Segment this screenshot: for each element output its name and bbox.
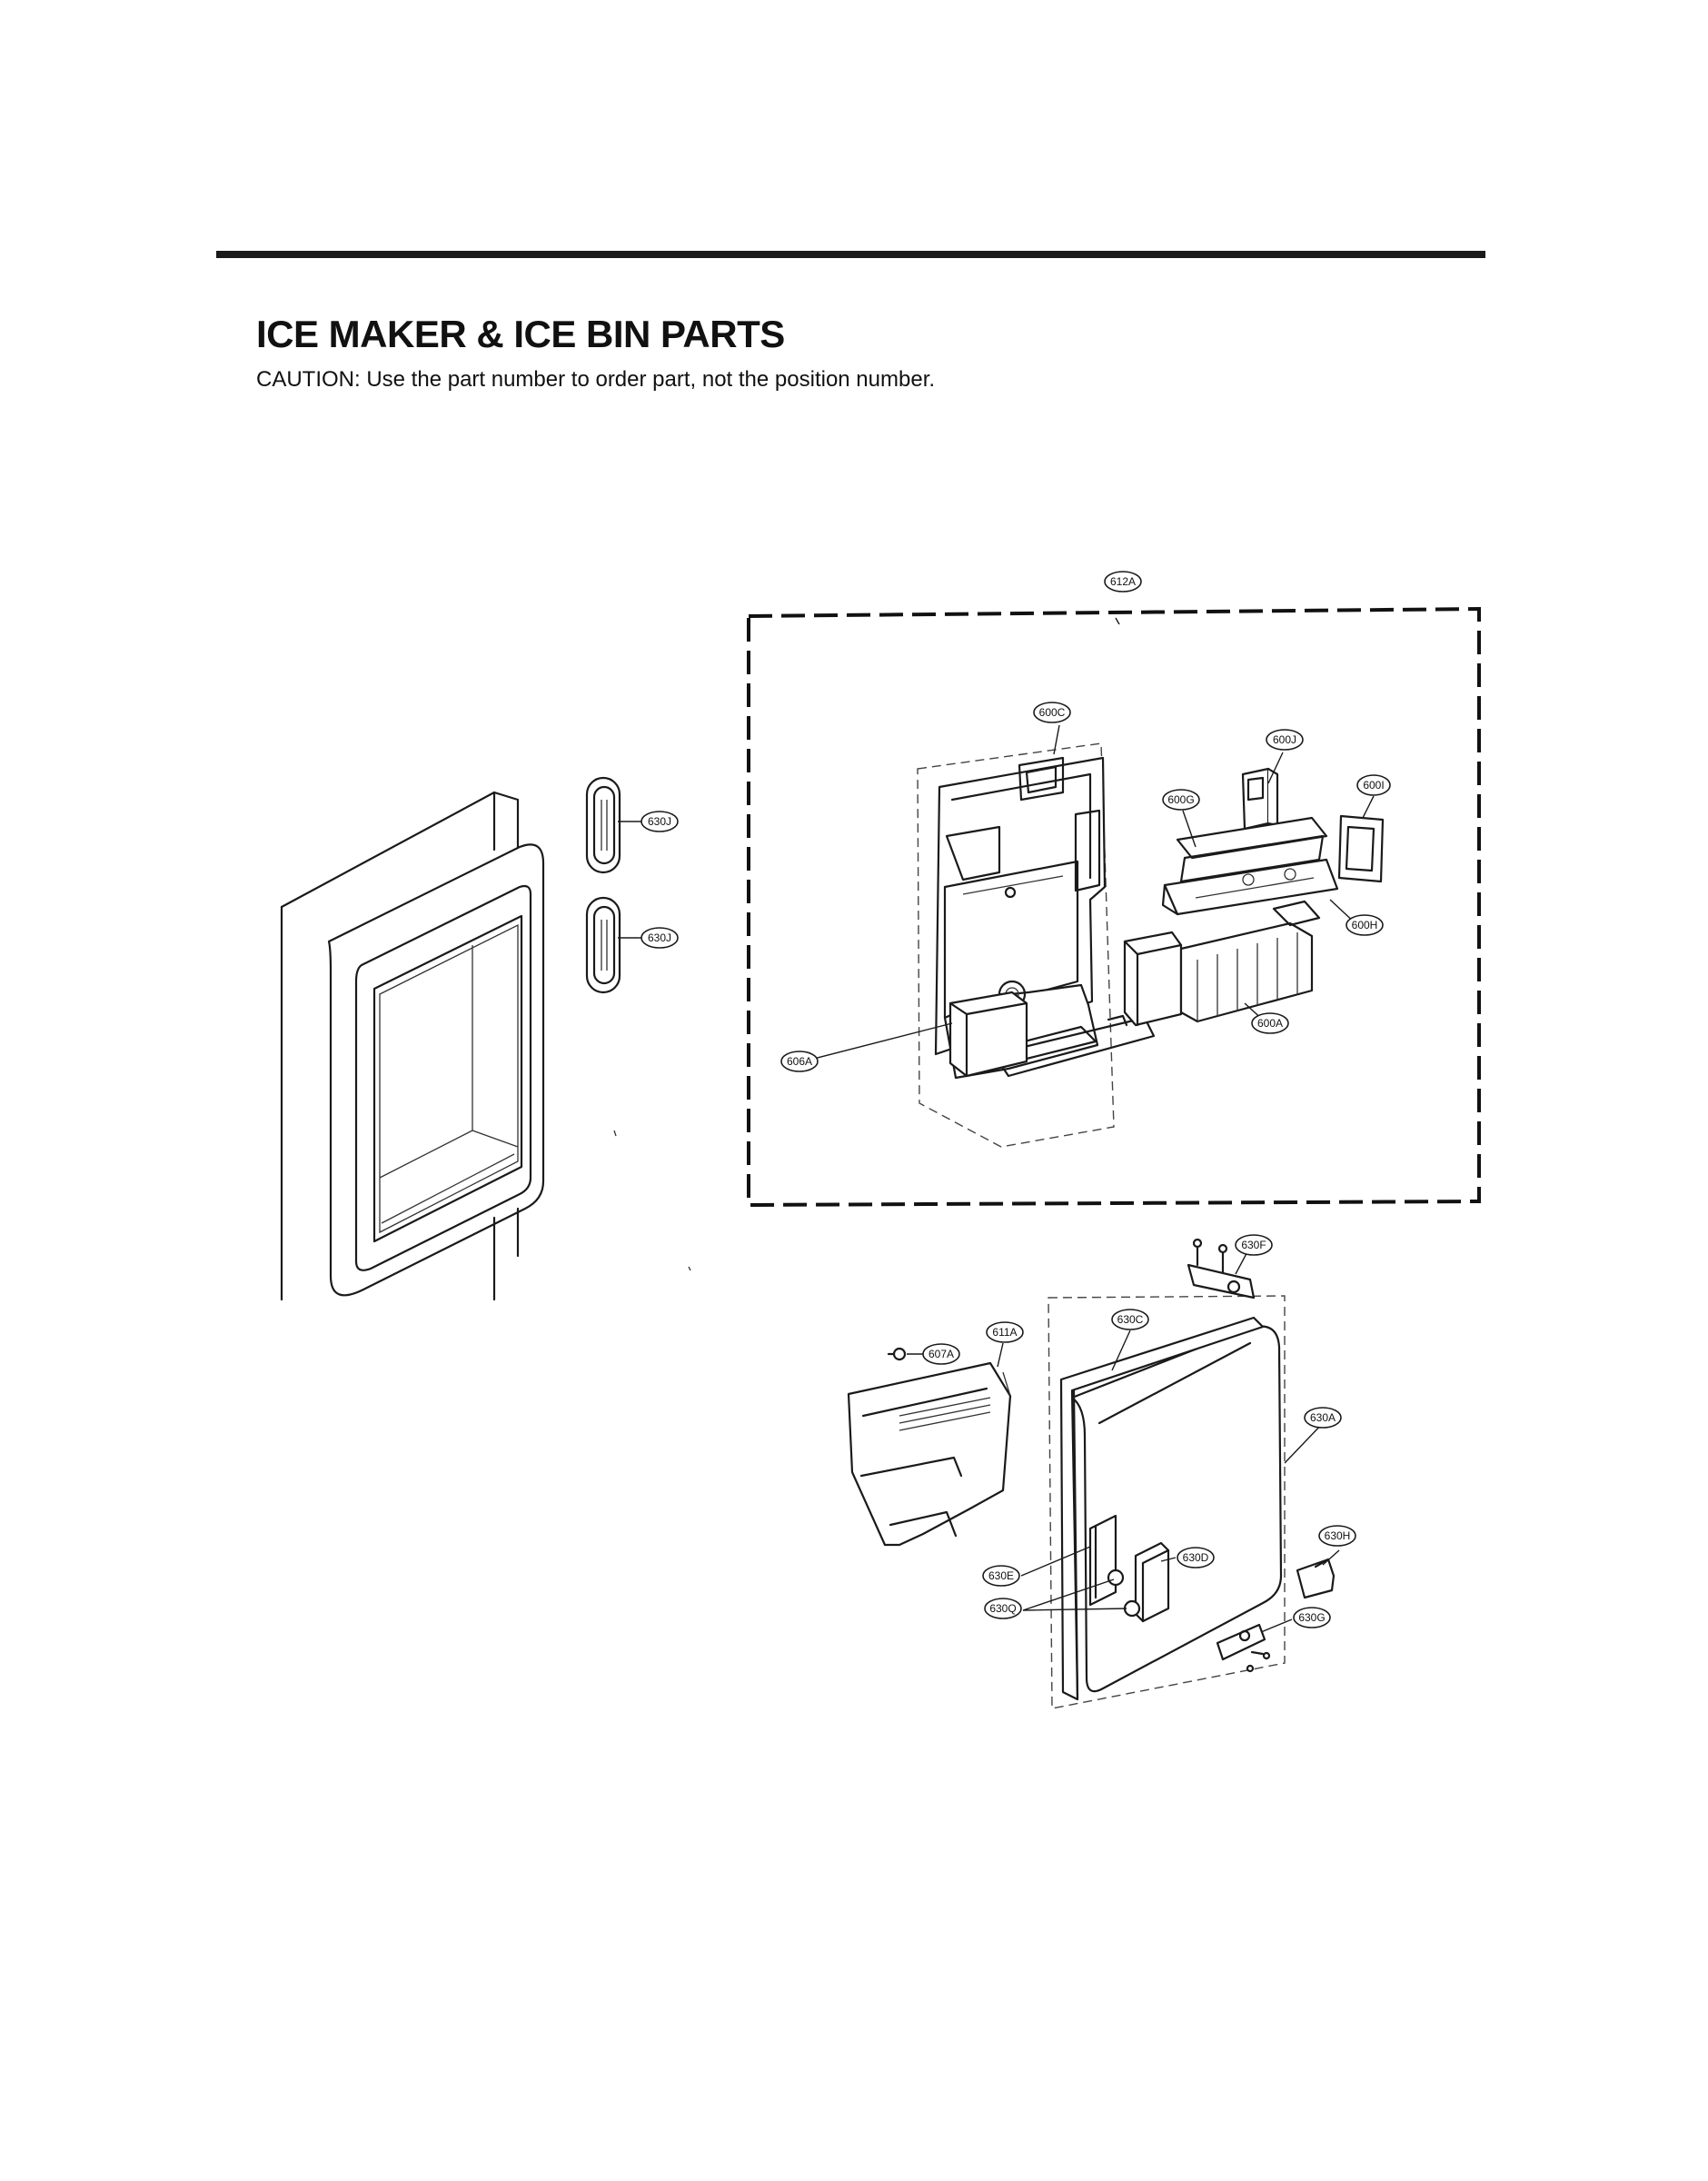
svg-text:630J: 630J: [648, 815, 671, 828]
housing-outline: [917, 742, 1115, 1148]
callout-630Q: 630Q: [984, 1598, 1022, 1619]
part-600A-icemaker: [1123, 900, 1321, 1027]
callout-607A: 607A: [922, 1343, 960, 1365]
callout-600A: 600A: [1251, 1012, 1289, 1034]
page-title: ICE MAKER & ICE BIN PARTS: [256, 313, 785, 355]
svg-text:600J: 600J: [1273, 733, 1296, 746]
svg-text:630J: 630J: [648, 931, 671, 944]
callout-630A: 630A: [1304, 1407, 1342, 1429]
part-607A-screw: [887, 1347, 907, 1361]
callout-630J-bottom: 630J: [618, 927, 679, 949]
caution-note: CAUTION: Use the part number to order pa…: [256, 367, 936, 392]
part-630G-hinge: [1216, 1623, 1271, 1673]
callout-630E: 630E: [982, 1565, 1020, 1587]
svg-text:600A: 600A: [1257, 1017, 1283, 1030]
part-606A: [948, 991, 1028, 1078]
callout-630H: 630H: [1318, 1525, 1356, 1547]
assembly-box-612A: [747, 606, 1481, 1208]
door-dispenser-frame: [280, 791, 691, 1301]
part-630E: [1088, 1514, 1117, 1607]
svg-text:607A: 607A: [928, 1348, 954, 1360]
svg-text:600H: 600H: [1352, 919, 1378, 931]
callout-600H: 600H: [1346, 914, 1384, 936]
svg-text:606A: 606A: [787, 1055, 812, 1068]
svg-text:600I: 600I: [1363, 779, 1384, 792]
svg-text:600C: 600C: [1039, 706, 1066, 719]
callout-612A: 612A: [1104, 571, 1142, 593]
svg-text:630Q: 630Q: [989, 1602, 1016, 1615]
callout-630F: 630F: [1235, 1234, 1273, 1256]
callout-630J-top: 630J: [618, 811, 679, 832]
part-600I: [1337, 814, 1385, 883]
part-630J-bottom: [585, 896, 621, 994]
callout-600J: 600J: [1266, 729, 1304, 751]
svg-text:630D: 630D: [1183, 1551, 1209, 1564]
callout-600C: 600C: [1033, 702, 1071, 723]
ice-bin-outline: [1048, 1295, 1286, 1709]
part-630H: [1296, 1558, 1336, 1599]
svg-text:600G: 600G: [1167, 793, 1194, 806]
svg-text:612A: 612A: [1110, 575, 1136, 588]
part-630J-top: [585, 776, 621, 874]
part-630F-hinge: [1187, 1238, 1256, 1300]
part-600H: [1161, 858, 1339, 916]
svg-text:630G: 630G: [1298, 1611, 1325, 1624]
callout-630C: 630C: [1111, 1309, 1149, 1330]
callout-600I: 600I: [1356, 774, 1391, 796]
header-rule: [216, 251, 1485, 258]
svg-text:630F: 630F: [1241, 1239, 1266, 1251]
svg-text:630E: 630E: [988, 1569, 1014, 1582]
part-611A-bin-cover: [847, 1361, 1012, 1547]
svg-text:630A: 630A: [1310, 1411, 1336, 1424]
part-630A-bin-door: [1059, 1316, 1283, 1701]
part-630D: [1134, 1541, 1170, 1623]
callout-600G: 600G: [1162, 789, 1200, 811]
callout-630D: 630D: [1177, 1547, 1215, 1569]
callout-606A: 606A: [780, 1051, 819, 1072]
part-600J: [1241, 767, 1279, 831]
svg-text:630C: 630C: [1117, 1313, 1144, 1326]
callout-611A: 611A: [986, 1321, 1024, 1343]
svg-text:630H: 630H: [1325, 1529, 1351, 1542]
part-600G: [1176, 816, 1328, 883]
svg-text:611A: 611A: [992, 1326, 1017, 1339]
callout-630G: 630G: [1293, 1607, 1331, 1628]
